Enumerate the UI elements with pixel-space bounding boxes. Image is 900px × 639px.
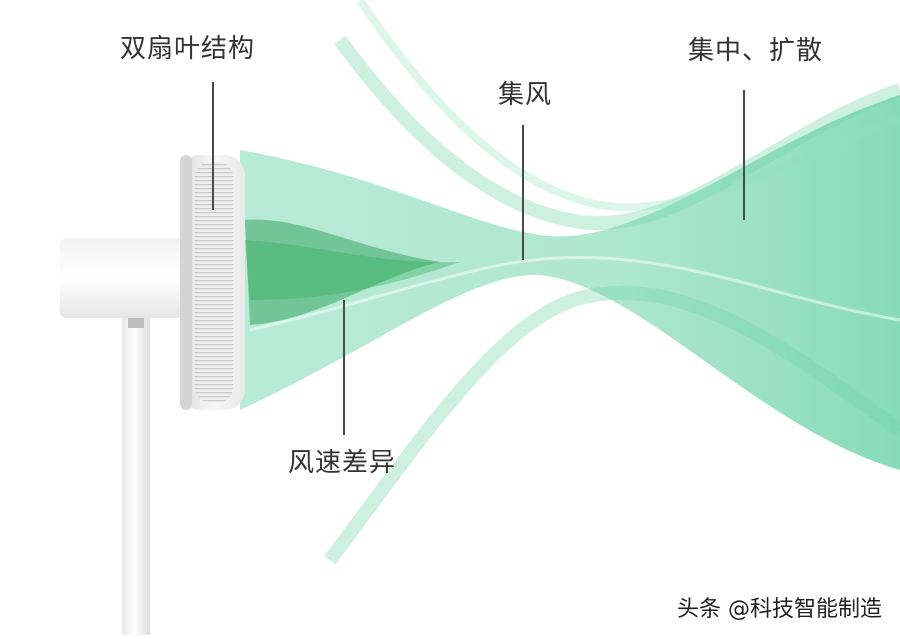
leader-line-concentrated-wind [522,125,524,260]
fan-head-rim [180,155,192,410]
airflow-envelope [240,95,900,470]
fan [60,155,245,635]
label-concentrate-diffuse: 集中、扩散 [688,36,824,66]
airflow-lower-wave [324,285,900,565]
leader-line-speed-difference [343,300,345,435]
fan-motor-housing [60,238,195,318]
fan-grille [195,162,233,402]
label-concentrated-wind: 集风 [498,80,553,110]
leader-line-concentrate-diffuse [743,90,745,220]
airflow-upper-wave [334,35,900,231]
watermark: 头条 @科技智能制造 [677,597,882,622]
airflow-stream [240,0,900,565]
airflow-core-dark [245,219,440,325]
airflow-highlight [249,255,900,332]
label-speed-difference: 风速差异 [288,448,397,478]
airflow-core-mid [245,240,460,300]
fan-pole [122,300,150,635]
leader-line-dual-blade [212,82,214,210]
airflow-upper-wave-2 [356,0,900,212]
label-dual-blade-structure: 双扇叶结构 [120,34,256,64]
